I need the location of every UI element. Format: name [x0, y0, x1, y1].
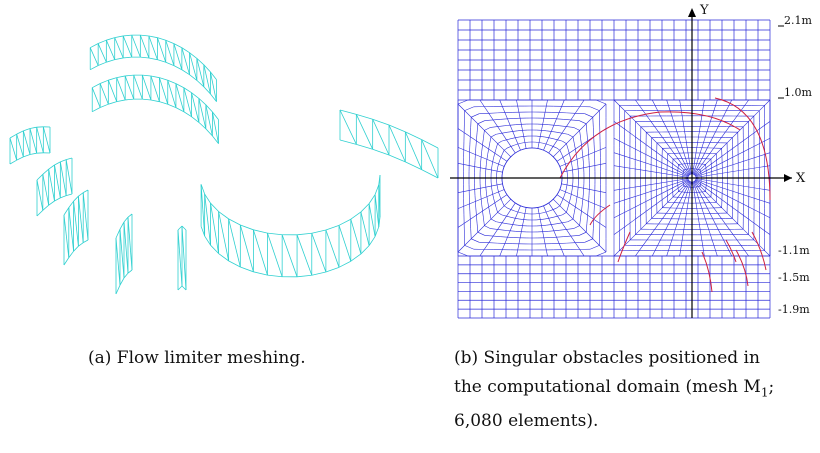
computational-domain-mesh: X Y 2.1m 1.0m -1.1m -1.5m -1.9m: [450, 3, 812, 319]
limiter-segment-2: [36, 157, 73, 217]
domain-mesh-lines: [457, 19, 771, 319]
obstacle-curve-right: [714, 97, 771, 201]
limiter-panel-right: [339, 109, 439, 179]
caption-b-line2-end: ;: [768, 377, 775, 397]
limiter-strip-right-arc: [200, 174, 381, 278]
flow-limiter-mesh-drawing: [9, 34, 439, 295]
obstacle-curve-center-lower: [617, 231, 631, 263]
limiter-segment-5: [177, 225, 187, 291]
x-axis-arrow-icon: [784, 174, 792, 182]
computational-domain-panel: X Y 2.1m 1.0m -1.1m -1.5m -1.9m: [440, 0, 820, 330]
level-label-2-1m: 2.1m: [784, 14, 812, 27]
flow-limiter-mesh-panel: [0, 0, 440, 330]
limiter-strip-upper-1: [89, 34, 217, 102]
singular-obstacles: [559, 97, 771, 293]
level-label-minus-1-9m: -1.9m: [778, 303, 810, 316]
obstacle-curve-bottom-1: [701, 251, 713, 293]
y-axis-label: Y: [699, 3, 709, 18]
level-markers: 2.1m 1.0m -1.1m -1.5m -1.9m: [778, 14, 812, 316]
limiter-segment-1: [9, 126, 51, 165]
obstacle-curve-upper: [559, 111, 741, 179]
caption-b-line1: (b) Singular obstacles positioned in: [454, 348, 760, 368]
level-label-minus-1-1m: -1.1m: [778, 244, 810, 257]
caption-b-line3: 6,080 elements).: [454, 411, 599, 432]
y-axis-arrow-icon: [688, 8, 696, 17]
x-axis-label: X: [796, 171, 806, 186]
limiter-segment-3: [63, 189, 89, 266]
limiter-segment-4: [115, 213, 133, 295]
caption-b-line2: the computational domain (mesh M: [454, 377, 761, 397]
level-label-minus-1-5m: -1.5m: [778, 271, 810, 284]
obstacle-curve-bottom-4: [725, 239, 737, 263]
coordinate-axes: X Y: [450, 3, 806, 318]
obstacle-curve-bottom-2: [735, 249, 749, 287]
caption-a: (a) Flow limiter meshing.: [88, 348, 306, 368]
level-label-1-0m: 1.0m: [784, 86, 812, 99]
caption-b-subscript: 1: [760, 385, 769, 400]
caption-b: (b) Singular obstacles positioned in the…: [454, 344, 800, 436]
obstacle-curve-left-lower: [589, 204, 611, 226]
limiter-strip-upper-2: [91, 74, 219, 144]
obstacle-curve-bottom-3: [751, 231, 767, 271]
